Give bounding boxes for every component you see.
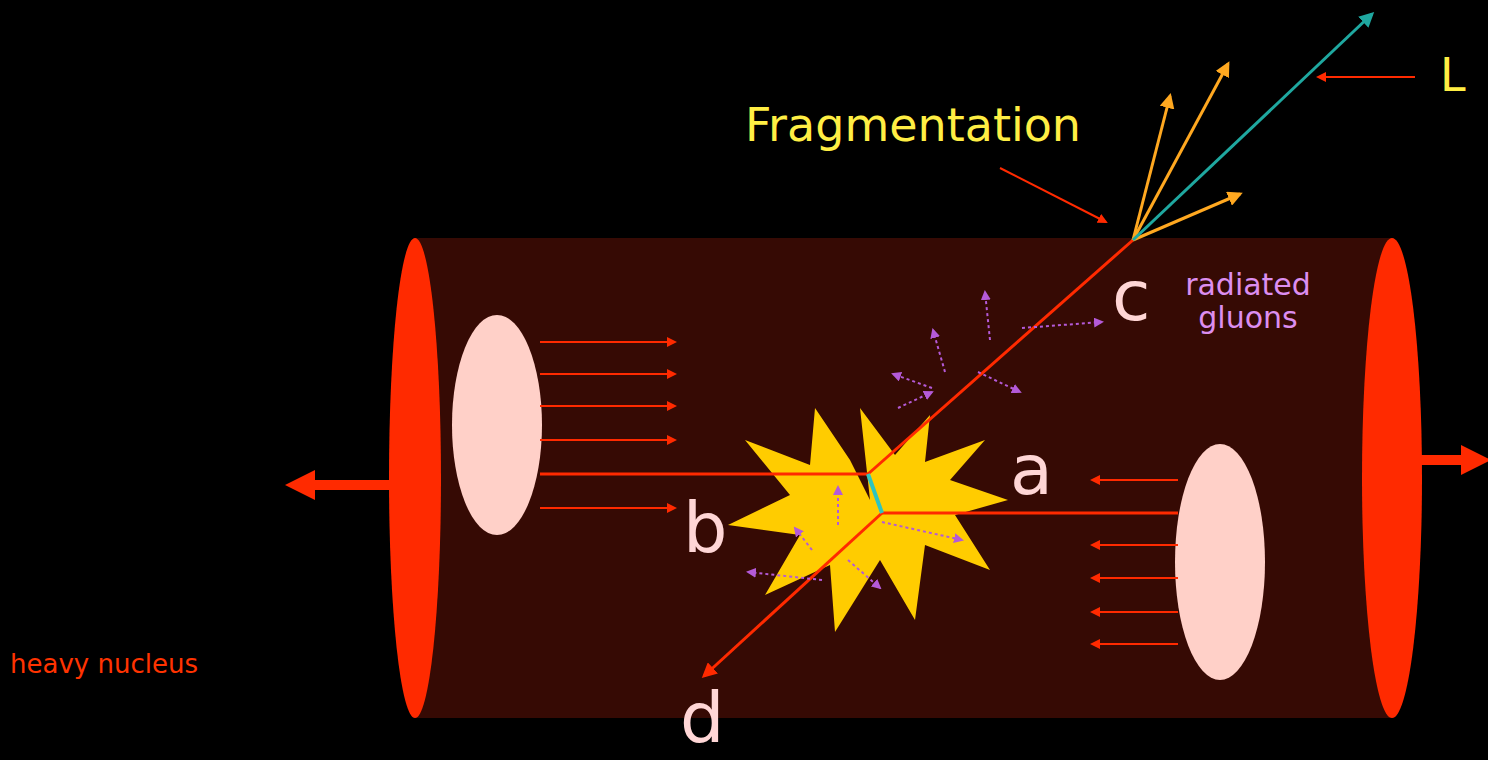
leader-arrow [1000, 168, 1106, 222]
collision-burst [728, 408, 1008, 632]
exchange-line [868, 474, 882, 513]
parton-label: b [683, 490, 727, 567]
parton-lines [540, 240, 1178, 676]
expansion-arrow [300, 480, 400, 490]
gluon-arrows [748, 292, 1102, 588]
nucleus-label: heavy nucleus [10, 650, 198, 679]
gluon-label: radiated gluons [1168, 268, 1328, 334]
particle-label: L [1440, 50, 1466, 101]
nucleon-arrows [540, 342, 1178, 644]
nucleus-disc [452, 315, 542, 535]
medium-cylinder [415, 238, 1390, 718]
nucleus-disc [1175, 444, 1265, 680]
parton-label: c [1112, 258, 1151, 335]
leading-particle [1133, 14, 1372, 240]
cylinder-end [1362, 238, 1422, 718]
process-label: Fragmentation [745, 100, 1081, 151]
parton-label: a [1010, 432, 1053, 509]
leader-arrow [1318, 76, 1415, 78]
parton-label: d [680, 680, 724, 757]
cylinder-end [389, 238, 441, 718]
